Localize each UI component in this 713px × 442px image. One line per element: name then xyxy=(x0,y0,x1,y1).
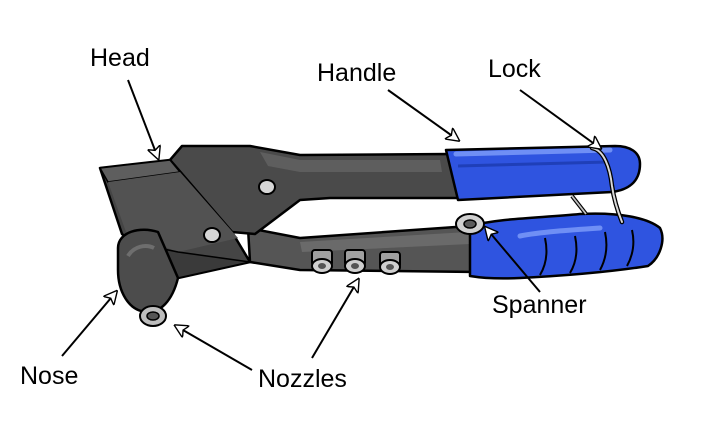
arrow-nozzle-2 xyxy=(311,280,358,359)
upper-grip xyxy=(444,144,642,202)
label-nose: Nose xyxy=(20,362,79,390)
pointer-arrows xyxy=(61,79,600,371)
nozzle-3 xyxy=(379,251,401,275)
label-lock: Lock xyxy=(488,55,541,83)
lower-grip xyxy=(468,212,664,280)
spare-nozzles xyxy=(311,249,401,275)
label-spanner: Spanner xyxy=(492,291,587,319)
label-nozzles: Nozzles xyxy=(258,365,347,393)
nozzle-1 xyxy=(311,249,333,274)
arrow-lock xyxy=(519,89,600,148)
arrow-nozzle-1 xyxy=(176,326,253,371)
nose-part xyxy=(116,228,180,327)
arrow-handle xyxy=(387,89,458,140)
spanner-part xyxy=(455,213,485,235)
arrow-nose xyxy=(61,292,116,357)
label-handle: Handle xyxy=(317,59,397,87)
arrow-spanner xyxy=(486,228,541,293)
arrow-head xyxy=(127,79,158,158)
nozzle-2 xyxy=(344,249,366,274)
lock-wire xyxy=(570,145,625,225)
label-head: Head xyxy=(90,44,150,72)
